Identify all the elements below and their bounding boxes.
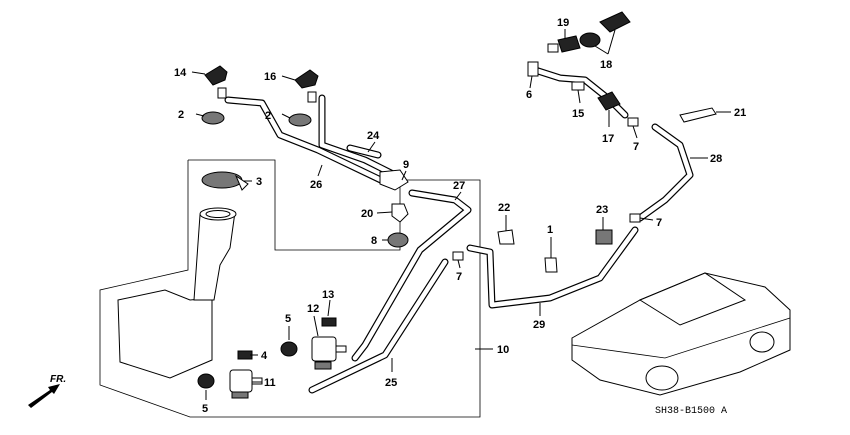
leader-lines: [191, 29, 731, 400]
rear-joint-15: [571, 81, 585, 91]
callout-26: 26: [310, 179, 322, 191]
washer-motor-12: [311, 336, 347, 370]
washer-nozzle-left: [204, 65, 228, 99]
callout-29: 29: [533, 319, 545, 331]
callout-16: 16: [264, 71, 276, 83]
joint-7-upper: [627, 117, 639, 127]
filter-4: [237, 350, 253, 360]
callout-14: 14: [174, 67, 187, 79]
rear-nozzle-19: [547, 35, 581, 53]
grommet-5-lower: [197, 373, 215, 389]
washer-tank: [117, 207, 237, 379]
callout-8: 8: [371, 235, 377, 247]
callout-18: 18: [600, 59, 612, 71]
hose-9-line: [318, 94, 399, 179]
callout-7-upper: 7: [633, 141, 639, 153]
hose-24: [346, 144, 382, 159]
callout-21: 21: [734, 107, 746, 119]
tank-assembly-frame: [99, 159, 481, 418]
callout-9: 9: [403, 159, 409, 171]
rear-joint-6: [527, 61, 539, 77]
callout-10: 10: [497, 344, 509, 356]
seal-13: [321, 317, 337, 327]
clip-21: [679, 107, 717, 123]
car-illustration: [571, 272, 791, 396]
callout-3: 3: [256, 176, 262, 188]
clip-20: [391, 203, 409, 223]
callout-7-right: 7: [656, 217, 662, 229]
callout-22: 22: [498, 202, 510, 214]
callout-15: 15: [572, 108, 584, 120]
callout-11: 11: [264, 377, 276, 389]
callout-2-right: 2: [265, 110, 271, 122]
hose-27: [351, 189, 472, 362]
nozzle-cover-left: [201, 111, 225, 125]
callout-2-left: 2: [178, 109, 184, 121]
washer-motor-11: [229, 369, 263, 399]
nozzle-cover-right: [288, 113, 312, 127]
pad-23: [595, 229, 613, 245]
front-direction-label: FR.: [50, 374, 66, 385]
callout-5-lower: 5: [202, 403, 208, 415]
callout-24: 24: [367, 130, 380, 142]
front-direction-arrow: [28, 384, 60, 408]
hose-25: [308, 258, 449, 394]
grommet-5-upper: [280, 341, 298, 357]
callout-23: 23: [596, 204, 608, 216]
callout-28: 28: [710, 153, 722, 165]
tank-cap: [201, 171, 249, 191]
callout-13: 13: [322, 289, 334, 301]
joint-7-right: [629, 213, 641, 223]
grommet-8: [387, 232, 409, 248]
callout-4: 4: [261, 350, 268, 362]
callout-27: 27: [453, 180, 465, 192]
callout-25: 25: [385, 377, 397, 389]
joint-9: [379, 169, 409, 191]
callout-numbers: 1 2 2 3 4 5 5 6 7 7 7 8 9 10 11 12 13 14…: [174, 17, 746, 415]
callout-5-upper: 5: [285, 313, 291, 325]
callout-19: 19: [557, 17, 569, 29]
clamp-1: [544, 257, 558, 273]
hose-28: [636, 123, 694, 222]
callout-1: 1: [547, 224, 553, 236]
drawing-code: SH38-B1500 A: [655, 406, 727, 417]
callout-6: 6: [526, 89, 532, 101]
callout-20: 20: [361, 208, 373, 220]
washer-nozzle-right: [294, 69, 319, 103]
clamp-22: [497, 229, 515, 245]
rear-nozzle-18: [579, 11, 631, 48]
callout-7-lower: 7: [456, 271, 462, 283]
rear-valve-17: [597, 91, 621, 111]
callout-12: 12: [307, 303, 319, 315]
hose-26: [224, 96, 389, 186]
joint-7-lower: [452, 251, 464, 261]
hose-29: [466, 226, 639, 309]
callout-17: 17: [602, 133, 614, 145]
